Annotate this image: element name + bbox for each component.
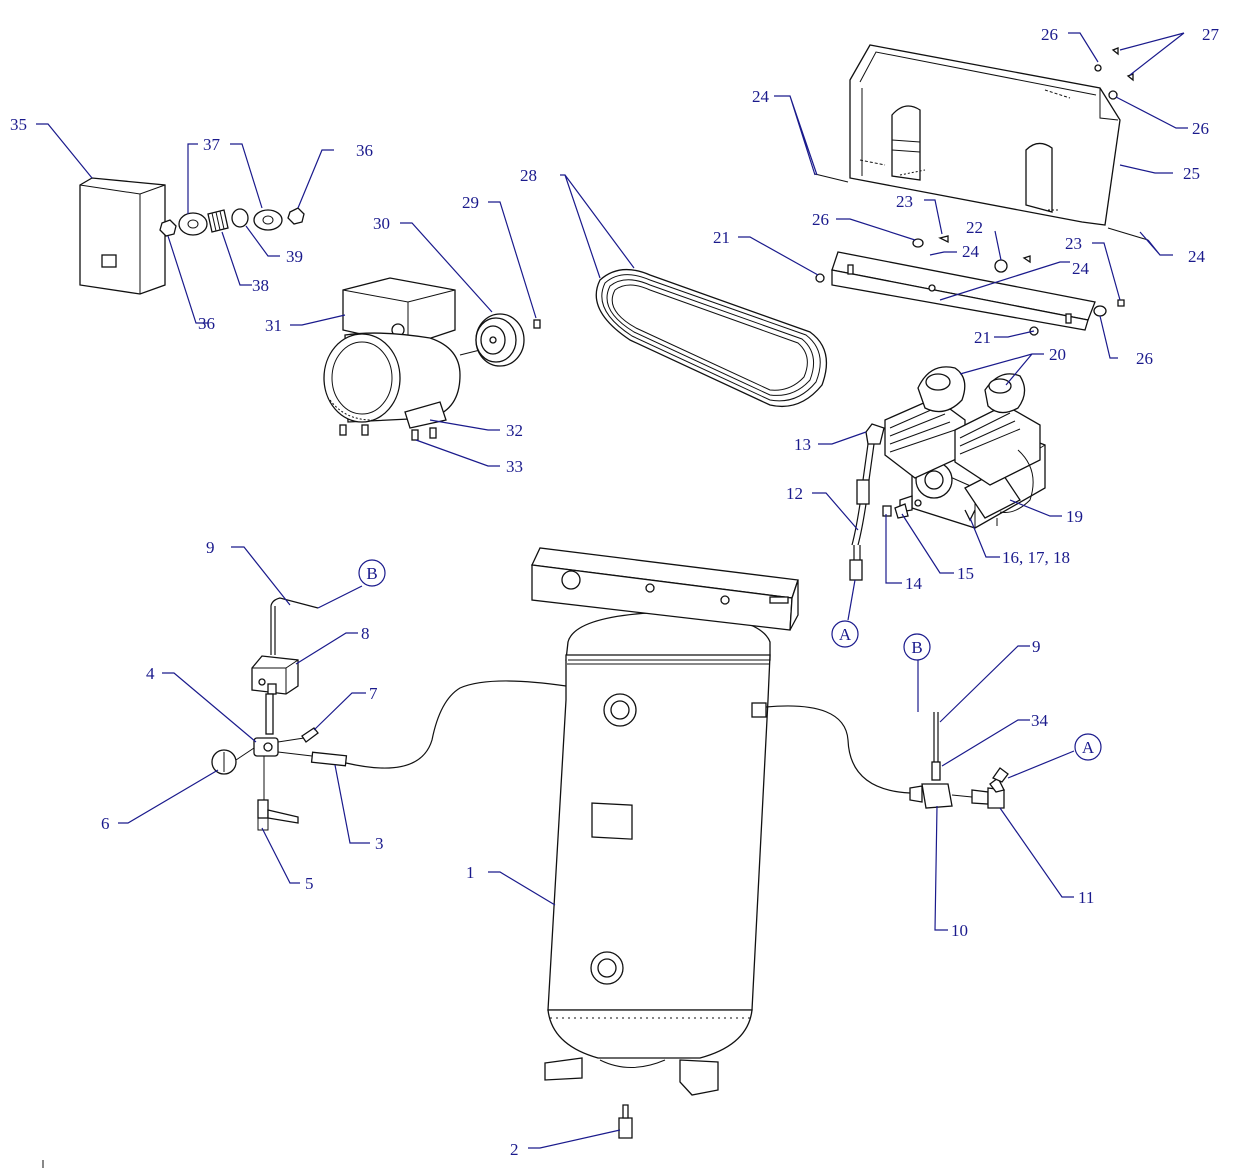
- compressor-pump: [882, 366, 1046, 529]
- callout-20: 20: [1049, 345, 1066, 364]
- callout-8: 8: [361, 624, 370, 643]
- tank-mounting-plate: [531, 547, 799, 631]
- callout-26-top: 26: [1041, 25, 1058, 44]
- callout-21-lower: 21: [974, 328, 991, 347]
- callout-35: 35: [10, 115, 27, 134]
- callout-16-17-18: 16, 17, 18: [1002, 548, 1070, 567]
- electric-motor: [323, 277, 541, 441]
- callout-24-mid: 24: [962, 242, 980, 261]
- callout-14: 14: [905, 574, 923, 593]
- connector-markers: A A B B: [358, 559, 1102, 761]
- drive-belt: [595, 268, 828, 408]
- callout-5: 5: [305, 874, 314, 893]
- connector-a-lower: [1074, 733, 1102, 761]
- callout-6: 6: [101, 814, 110, 833]
- belt-guard: [849, 44, 1121, 226]
- callout-34: 34: [1031, 711, 1049, 730]
- callout-27: 27: [1202, 25, 1220, 44]
- connector-a-lower-label: A: [1082, 738, 1095, 757]
- control-box: [79, 177, 166, 295]
- discharge-tube: [849, 423, 885, 581]
- callout-24-bracket: 24: [1072, 259, 1090, 278]
- callout-36-lower: 36: [198, 314, 215, 333]
- guard-bracket: [831, 251, 1096, 331]
- callout-30: 30: [373, 214, 390, 233]
- callout-29: 29: [462, 193, 479, 212]
- callout-4: 4: [146, 664, 155, 683]
- callout-33: 33: [506, 457, 523, 476]
- guard-hardware: [814, 47, 1149, 336]
- callout-1: 1: [466, 863, 475, 882]
- air-tank: [544, 611, 771, 1139]
- connector-b-right: [903, 633, 931, 661]
- pressure-switch-assembly: [211, 597, 348, 831]
- callout-24-top: 24: [752, 87, 770, 106]
- connector-b-left: [358, 559, 386, 587]
- callout-12: 12: [786, 484, 803, 503]
- callout-15: 15: [957, 564, 974, 583]
- callout-19: 19: [1066, 507, 1083, 526]
- callout-9-right: 9: [1032, 637, 1041, 656]
- callout-38: 38: [252, 276, 269, 295]
- callout-7: 7: [369, 684, 378, 703]
- callout-37: 37: [203, 135, 221, 154]
- callout-2: 2: [510, 1140, 519, 1159]
- callout-36-upper: 36: [356, 141, 373, 160]
- callout-23-right: 23: [1065, 234, 1082, 253]
- callout-31: 31: [265, 316, 282, 335]
- callout-24-right: 24: [1188, 247, 1206, 266]
- callout-25: 25: [1183, 164, 1200, 183]
- connector-a-upper-label: A: [839, 625, 852, 644]
- callout-3: 3: [375, 834, 384, 853]
- callout-21-upper: 21: [713, 228, 730, 247]
- callout-labels: 1 2 3 4 5 6 7 8 9 9 10 11 12 13 14 15 16…: [10, 25, 1220, 1159]
- leader-lines: [36, 32, 1188, 1149]
- check-valve-assembly: [765, 705, 1009, 809]
- callout-26-left: 26: [812, 210, 829, 229]
- callout-11: 11: [1078, 888, 1094, 907]
- tank-hose-left: [345, 680, 567, 769]
- connector-a-upper: [831, 620, 859, 648]
- connector-b-left-label: B: [366, 564, 377, 583]
- connector-b-right-label: B: [911, 638, 922, 657]
- callout-23-left: 23: [896, 192, 913, 211]
- callout-28: 28: [520, 166, 537, 185]
- callout-9-left: 9: [206, 538, 215, 557]
- callout-32: 32: [506, 421, 523, 440]
- callout-26-right: 26: [1192, 119, 1209, 138]
- callout-13: 13: [794, 435, 811, 454]
- callout-39: 39: [286, 247, 303, 266]
- callout-22: 22: [966, 218, 983, 237]
- strain-relief-hardware: [159, 207, 305, 237]
- callout-26-bottom: 26: [1136, 349, 1153, 368]
- callout-10: 10: [951, 921, 968, 940]
